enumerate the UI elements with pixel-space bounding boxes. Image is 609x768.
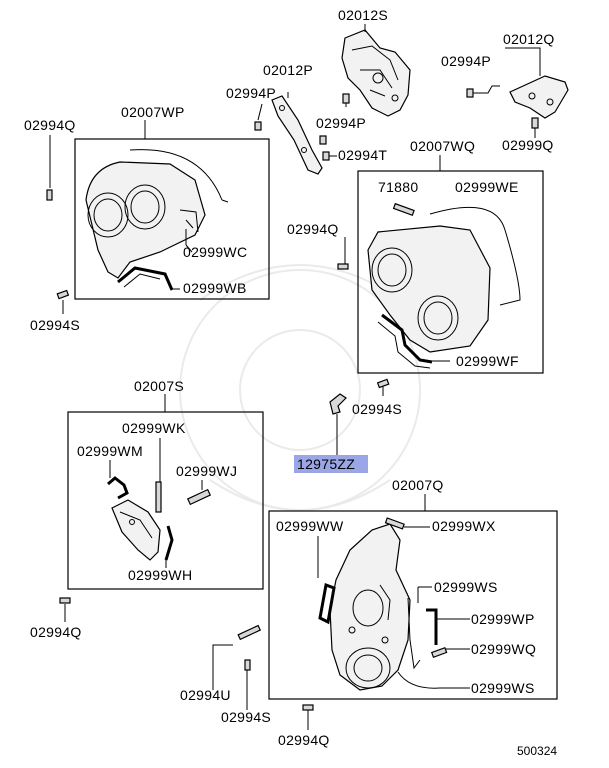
label-02999WE: 02999WE [455, 179, 519, 195]
label-02994S-mid: 02994S [352, 401, 402, 417]
seal-02999WH [164, 525, 174, 568]
bolt-02994Q-lower [302, 704, 314, 730]
bolt-02994Q-left [46, 135, 53, 201]
bolt-02994T [322, 151, 337, 161]
label-02999WB: 02999WB [183, 280, 247, 296]
group-box-02007WQ [357, 170, 544, 374]
bolt-02994P-right [466, 85, 500, 98]
label-02999Q: 02999Q [502, 137, 554, 153]
bolt-02994S-mid [376, 378, 390, 396]
group-box-02007Q [268, 510, 558, 700]
label-71880: 71880 [378, 179, 418, 195]
label-12975ZZ: 12975ZZ [297, 456, 355, 472]
label-02007WP: 02007WP [121, 104, 185, 120]
bolt-02994P-mid [319, 135, 327, 145]
label-02999WK: 02999WK [122, 420, 186, 436]
label-02994T: 02994T [338, 147, 387, 163]
part-02007WP-cover [85, 161, 206, 279]
bolt-02994S-lower [244, 659, 251, 710]
label-02999WQ: 02999WQ [471, 641, 536, 657]
label-02999WS-lower: 02999WS [471, 680, 535, 696]
seal-02999Q [531, 117, 539, 138]
seal-02999WX [384, 517, 430, 530]
gasket-02999WM [107, 460, 129, 500]
label-02999WF: 02999WF [456, 353, 519, 369]
bolt-02994P-center [342, 93, 350, 107]
label-02994Q-mid: 02994Q [287, 221, 339, 237]
part-02007Q-cover [329, 523, 411, 691]
label-02999WM: 02999WM [77, 443, 143, 459]
label-02994Q-lower-left: 02994Q [30, 624, 82, 640]
bolt-02994P-left [254, 103, 263, 131]
label-02994Q-left: 02994Q [24, 117, 76, 133]
bolt-02994Q-lower-left [59, 597, 71, 622]
diagram-code: 500324 [517, 744, 557, 758]
part-02007S-cover [111, 499, 161, 561]
label-02994S-left: 02994S [30, 317, 80, 333]
seal-02999WK [155, 438, 162, 513]
bolt-02994Q-mid [337, 263, 349, 270]
label-02999WH: 02999WH [128, 567, 192, 583]
part-02012P-bracket [271, 95, 323, 175]
label-02007Q: 02007Q [392, 477, 444, 493]
pin-02999WQ [430, 646, 470, 658]
seal-71880 [392, 202, 415, 217]
label-02999WJ: 02999WJ [176, 463, 237, 479]
label-02994Q-lower: 02994Q [278, 732, 330, 748]
label-02999WP: 02999WP [471, 611, 535, 627]
label-02012P: 02012P [263, 62, 313, 78]
highlight-12975ZZ [294, 455, 368, 473]
label-02999WS-upper: 02999WS [434, 579, 498, 595]
part-02012Q-bracket [509, 75, 569, 119]
label-02994S-lower: 02994S [221, 709, 271, 725]
part-02007WQ-cover [367, 225, 491, 353]
bolt-02994U [212, 624, 262, 690]
gasket-02999WW [317, 536, 336, 625]
group-box-02007WP [74, 138, 270, 300]
label-02999WW: 02999WW [276, 518, 344, 534]
label-02012S: 02012S [338, 7, 388, 23]
label-02007WQ: 02007WQ [410, 138, 475, 154]
label-02994U: 02994U [180, 687, 231, 703]
seal-02999WS-b [397, 671, 470, 689]
label-02999WX: 02999WX [432, 518, 496, 534]
label-02994P-right: 02994P [441, 53, 491, 69]
seal-02999WS-a [407, 586, 432, 670]
part-12975ZZ-clip [329, 393, 347, 455]
label-02012Q: 02012Q [503, 31, 555, 47]
watermark-emblem [179, 264, 421, 511]
label-02994P-mid: 02994P [316, 115, 366, 131]
label-02999WC: 02999WC [183, 244, 247, 260]
gasket-02999WP [426, 608, 470, 645]
label-02007S: 02007S [134, 378, 184, 394]
pin-02999WJ [186, 480, 212, 506]
bolt-02994S-left [56, 289, 70, 314]
label-02994P-left: 02994P [226, 85, 276, 101]
part-02012S-bracket [341, 29, 411, 117]
